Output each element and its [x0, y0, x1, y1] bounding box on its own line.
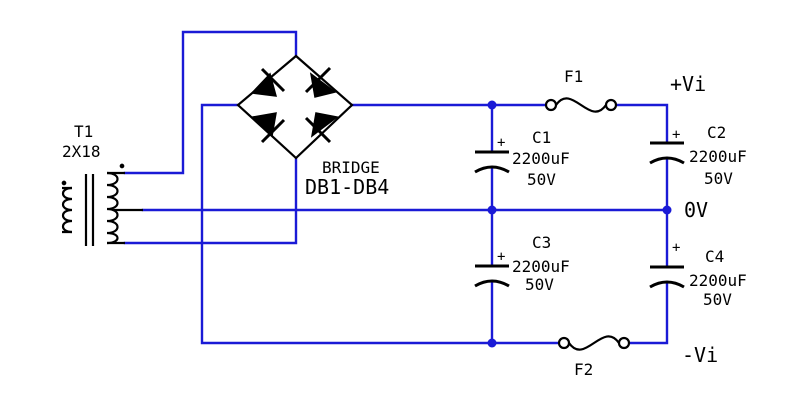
capacitor-ref-label: C1: [532, 128, 551, 147]
junction-dot: [662, 205, 672, 215]
transformer-phase-dot: [119, 163, 125, 169]
capacitor-c2: + C2 2200uF 50V: [649, 123, 747, 188]
bridge-ref-label: BRIDGE: [322, 158, 380, 177]
diode-bar: [260, 67, 286, 93]
diode-triangle: [251, 112, 277, 138]
diode-d2: [304, 66, 337, 98]
diode-triangle: [310, 112, 339, 138]
junction-dot: [487, 100, 497, 110]
transformer-t1: T1 2X18: [61, 122, 143, 246]
capacitor-polarity: +: [497, 249, 505, 265]
diode-bar: [304, 116, 332, 144]
wire-positive-out: [615, 103, 669, 145]
fuse-terminal: [604, 98, 618, 112]
capacitor-value-label: 2200uF: [689, 147, 747, 166]
transformer-ref-label: T1: [74, 122, 93, 141]
output-negative-label: -Vi: [682, 343, 718, 367]
diode-d3: [251, 112, 286, 144]
capacitor-value-label: 2200uF: [512, 257, 570, 276]
junctions: [487, 100, 672, 348]
capacitor-value-label: 2200uF: [689, 271, 747, 290]
capacitor-ref-label: C4: [705, 247, 724, 266]
capacitor-value-label: 2200uF: [512, 149, 570, 168]
capacitor-c1: + C1 2200uF 50V: [474, 128, 570, 189]
output-positive-label: +Vi: [670, 72, 706, 96]
transformer-value-label: 2X18: [62, 142, 101, 161]
fuse-element: [568, 335, 620, 351]
transformer-phase-dot: [61, 180, 67, 186]
capacitor-polarity: +: [497, 135, 505, 151]
diode-bar: [304, 66, 332, 94]
wire-ac-top: [123, 30, 298, 175]
transformer-primary-winding: [61, 186, 73, 234]
capacitor-ref-label: C3: [532, 233, 551, 252]
wire-negative-out: [628, 281, 669, 345]
fuse-terminal: [544, 98, 558, 112]
fuse-element: [555, 97, 607, 113]
diode-bar: [260, 118, 286, 144]
capacitor-curved-plate: [649, 156, 685, 165]
transformer-secondary-winding: [106, 171, 119, 245]
capacitor-curved-plate: [474, 279, 510, 288]
wire-ac-bottom: [123, 156, 298, 245]
junction-dot: [487, 205, 497, 215]
transformer-secondary-leads: [107, 171, 143, 245]
capacitor-voltage-label: 50V: [703, 290, 732, 309]
output-ground-label: 0V: [684, 198, 708, 222]
bridge-outline: [236, 54, 354, 160]
fuse-f1: F1: [544, 67, 618, 113]
fuse-f1-label: F1: [564, 67, 583, 86]
capacitor-polarity: +: [672, 127, 680, 143]
capacitor-voltage-label: 50V: [527, 170, 556, 189]
bridge-rectifier: BRIDGE DB1-DB4: [236, 54, 389, 199]
wires: [123, 30, 669, 345]
fuse-f2: F2: [557, 335, 631, 379]
fuse-f2-label: F2: [574, 360, 593, 379]
capacitor-voltage-label: 50V: [704, 169, 733, 188]
capacitor-voltage-label: 50V: [525, 275, 554, 294]
diode-triangle: [250, 72, 278, 97]
capacitor-curved-plate: [649, 280, 685, 289]
diode-d1: [250, 67, 286, 97]
fuse-terminal: [557, 336, 571, 350]
diode-d4: [304, 112, 339, 144]
fuse-terminal: [617, 336, 631, 350]
bridge-value-label: DB1-DB4: [305, 175, 389, 199]
capacitor-c4: + C4 2200uF 50V: [649, 240, 747, 309]
capacitor-ref-label: C2: [707, 123, 726, 142]
capacitor-curved-plate: [474, 165, 510, 174]
junction-dot: [487, 338, 497, 348]
capacitor-c3: + C3 2200uF 50V: [474, 233, 570, 294]
wire-bridge-negative: [200, 103, 560, 345]
capacitor-polarity: +: [672, 240, 680, 256]
